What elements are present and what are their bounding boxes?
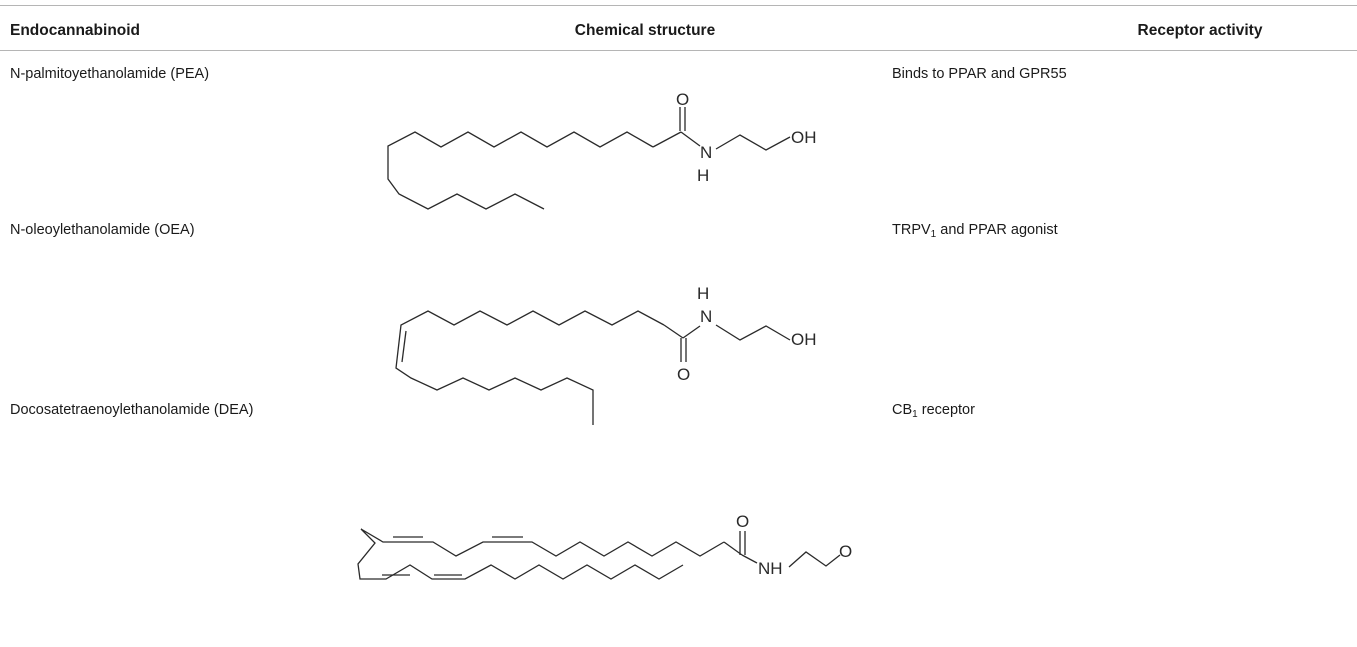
- row-oea-activity: TRPV1 and PPAR agonist: [892, 222, 1058, 240]
- pea-amide-bond: [680, 131, 701, 147]
- dea-ethanol-chain: [788, 551, 841, 568]
- dea-terminal-oxygen-label: O: [839, 542, 852, 561]
- dea-oxygen-label: O: [736, 512, 749, 531]
- header-endocannabinoid: Endocannabinoid: [10, 22, 141, 39]
- oea-hydroxyl-label: OH: [791, 330, 817, 349]
- pea-oxygen-label: O: [676, 90, 689, 109]
- row-pea-activity: Binds to PPAR and GPR55: [892, 66, 1067, 83]
- dea-amide-label: NH: [758, 559, 783, 578]
- pea-nitrogen-label: N: [700, 143, 712, 162]
- oea-amide-bond: [682, 325, 701, 339]
- table-top-rule: [0, 5, 1357, 6]
- row-oea-name: N-oleoylethanolamide (OEA): [10, 222, 195, 238]
- dea-carbonyl-bond: [723, 541, 743, 556]
- dea-amide-bond: [741, 554, 758, 564]
- activity-post: receptor: [917, 402, 975, 418]
- activity-sub: 1: [912, 409, 918, 420]
- row-dea-name: Docosatetraenoylethanolamide (DEA): [10, 402, 254, 418]
- activity-pre: TRPV: [892, 222, 931, 238]
- pea-chain: [387, 131, 654, 210]
- row-dea-activity: CB1 receptor: [892, 402, 975, 420]
- activity-sub: 1: [930, 229, 937, 240]
- row-pea-name: N-palmitoyethanolamide (PEA): [10, 66, 210, 82]
- header-chemical-structure: Chemical structure: [574, 22, 716, 39]
- header-bottom-rule: [0, 50, 1357, 51]
- activity-post: and PPAR agonist: [936, 222, 1058, 238]
- oea-cis-double: [401, 330, 407, 363]
- pea-carbonyl-bond: [652, 131, 682, 148]
- oea-nitrogen-label: N: [700, 307, 712, 326]
- pea-hydrogen-label: H: [697, 166, 709, 185]
- dea-chain: [357, 528, 725, 580]
- header-receptor-activity: Receptor activity: [1137, 22, 1263, 39]
- pea-hydroxyl-label: OH: [791, 128, 817, 147]
- oea-ethanol-chain: [715, 324, 791, 341]
- pea-ethanol-chain: [715, 134, 791, 151]
- oea-chain: [395, 310, 665, 425]
- oea-carbonyl-bond: [663, 324, 684, 339]
- activity-pre: CB: [892, 402, 913, 418]
- activity-text: Binds to PPAR and GPR55: [892, 66, 1067, 82]
- oea-hydrogen-label: H: [697, 284, 709, 303]
- oea-oxygen-label: O: [677, 365, 690, 384]
